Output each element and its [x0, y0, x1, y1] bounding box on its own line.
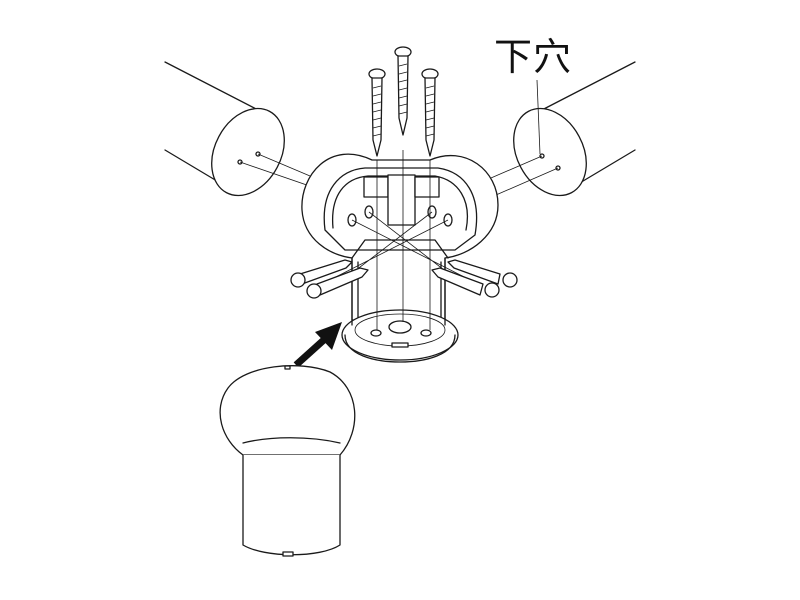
joint-fitting	[301, 150, 499, 363]
screw-vertical-right	[421, 68, 439, 157]
end-cap	[219, 365, 356, 557]
screw-left-upper	[290, 259, 353, 288]
screw-vertical-center	[394, 46, 412, 136]
right-pipe	[439, 61, 636, 216]
pilot-hole-label: 下穴	[494, 35, 573, 79]
screw-right-lower	[431, 267, 500, 298]
leader-line	[536, 79, 541, 155]
screw-left-lower	[306, 267, 369, 299]
screw-right-upper	[447, 259, 518, 288]
insert-arrow	[293, 322, 342, 368]
screw-vertical-left	[368, 68, 386, 157]
